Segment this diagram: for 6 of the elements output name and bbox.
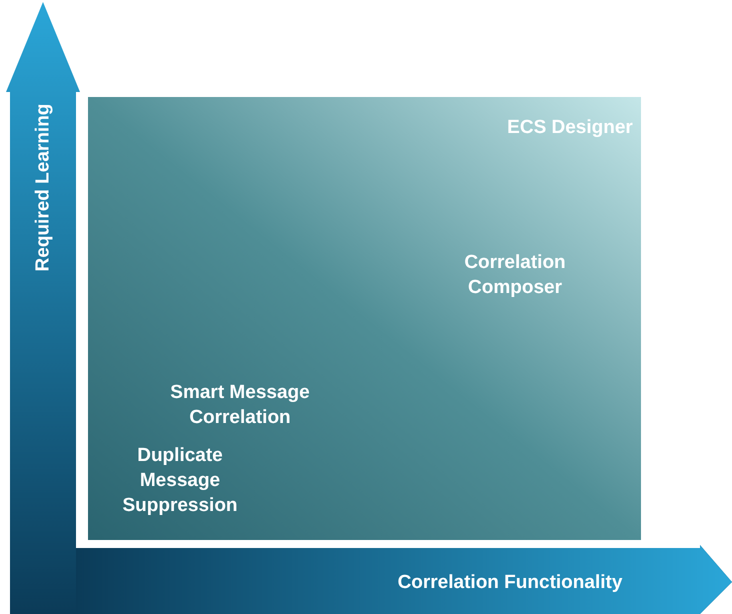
axis-title: Correlation Functionality	[396, 571, 624, 595]
feature-label: Correlation Composer	[463, 251, 567, 300]
feature-label: Duplicate Message Suppression	[121, 444, 239, 518]
feature-label: ECS Designer	[506, 116, 634, 140]
axis-title: Required Learning	[32, 102, 54, 274]
feature-label: Smart Message Correlation	[169, 381, 311, 430]
